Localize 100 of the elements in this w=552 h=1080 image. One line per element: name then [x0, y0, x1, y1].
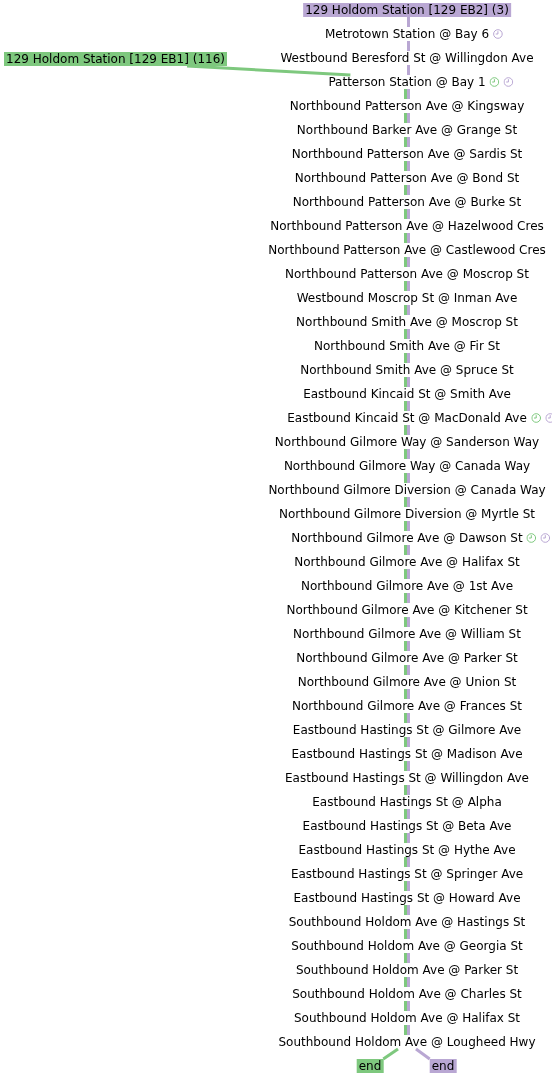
route-line — [407, 1025, 410, 1035]
stop-name: Westbound Moscrop St @ Inman Ave — [296, 291, 518, 305]
route-line — [404, 1001, 407, 1011]
stop-name: Northbound Patterson Ave @ Kingsway — [289, 99, 525, 113]
stop-name: Northbound Patterson Ave @ Hazelwood Cres — [270, 219, 544, 233]
route-line — [404, 569, 407, 579]
route-header: 129 Holdom Station [129 EB1] (116) — [4, 52, 227, 66]
route-line — [407, 641, 410, 651]
route-line — [404, 785, 407, 795]
route-header: 129 Holdom Station [129 EB2] (3) — [303, 3, 511, 17]
route-line — [407, 929, 410, 939]
stop-name: Eastbound Hastings St @ Alpha — [312, 795, 502, 809]
stop-name: Eastbound Hastings St @ Springer Ave — [290, 867, 524, 881]
stop-name: Northbound Smith Ave @ Fir St — [314, 339, 500, 353]
route-line — [407, 449, 410, 459]
route-line — [407, 377, 410, 387]
route-line — [407, 833, 410, 843]
stop-name: Northbound Gilmore Way @ Canada Way — [283, 459, 531, 473]
route-line — [404, 305, 407, 315]
route-line — [404, 641, 407, 651]
route-line — [186, 64, 351, 77]
stop-name: Northbound Gilmore Diversion @ Canada Way — [268, 483, 546, 497]
route-line — [407, 665, 410, 675]
stop-name: Northbound Patterson Ave @ Castlewood Cres — [268, 243, 546, 257]
route-line — [404, 353, 407, 363]
route-line — [407, 257, 410, 267]
stop-name: Southbound Holdom Ave @ Georgia St — [291, 939, 523, 953]
route-line — [404, 857, 407, 867]
route-line — [404, 617, 407, 627]
route-line — [404, 185, 407, 195]
route-line — [407, 545, 410, 555]
route-line — [404, 521, 407, 531]
stop-name: Northbound Patterson Ave @ Moscrop St — [285, 267, 529, 281]
route-line — [404, 449, 407, 459]
route-line — [407, 425, 410, 435]
stop-name: Northbound Gilmore Ave @ Parker St — [296, 651, 518, 665]
route-line — [404, 377, 407, 387]
route-line — [404, 329, 407, 339]
route-line — [404, 761, 407, 771]
route-line — [404, 593, 407, 603]
route-line — [382, 1047, 399, 1061]
route-line — [404, 89, 407, 99]
stop-name: Northbound Gilmore Ave @ Union St — [297, 675, 517, 689]
route-line — [407, 593, 410, 603]
stop-name: Northbound Gilmore Diversion @ Myrtle St — [278, 507, 536, 521]
stop-name: Southbound Holdom Ave @ Halifax St — [293, 1011, 521, 1025]
stop-name: Southbound Holdom Ave @ Charles St — [292, 987, 522, 1001]
route-line — [407, 905, 410, 915]
route-line — [404, 497, 407, 507]
route-line — [407, 857, 410, 867]
route-line — [404, 665, 407, 675]
route-line — [407, 137, 410, 147]
route-line — [404, 401, 407, 411]
route-line — [404, 281, 407, 291]
end-label: end — [356, 1059, 384, 1073]
stop-name: Eastbound Hastings St @ Beta Ave — [302, 819, 512, 833]
stop-name: Northbound Gilmore Ave @ Frances St — [292, 699, 522, 713]
end-label: end — [429, 1059, 457, 1073]
route-line — [407, 809, 410, 819]
route-line — [407, 113, 410, 123]
stop-name: Eastbound Hastings St @ Hythe Ave — [298, 843, 516, 857]
route-line — [407, 689, 410, 699]
stop-name: Northbound Smith Ave @ Spruce St — [300, 363, 514, 377]
stop-name: Northbound Gilmore Ave @ Kitchener St — [286, 603, 528, 617]
route-line — [407, 17, 410, 27]
route-line — [404, 833, 407, 843]
stop-name: Northbound Gilmore Ave @ William St — [293, 627, 521, 641]
stop-name: Northbound Gilmore Ave @ Halifax St — [294, 555, 520, 569]
route-line — [407, 617, 410, 627]
route-line — [407, 185, 410, 195]
route-line — [407, 41, 410, 51]
route-line — [407, 881, 410, 891]
route-line — [404, 905, 407, 915]
route-line — [407, 233, 410, 243]
route-line — [407, 209, 410, 219]
route-line — [407, 737, 410, 747]
route-line — [407, 161, 410, 171]
route-line — [404, 209, 407, 219]
route-line — [404, 233, 407, 243]
route-line — [407, 713, 410, 723]
route-line — [407, 785, 410, 795]
route-line — [404, 137, 407, 147]
stop-name: Southbound Holdom Ave @ Lougheed Hwy — [278, 1035, 536, 1049]
stop-name: Northbound Patterson Ave @ Bond St — [294, 171, 520, 185]
route-line — [407, 977, 410, 987]
route-line — [404, 977, 407, 987]
route-line — [404, 473, 407, 483]
stop-name: Northbound Barker Ave @ Grange St — [296, 123, 518, 137]
route-line — [404, 689, 407, 699]
stop-name: Northbound Smith Ave @ Moscrop St — [296, 315, 518, 329]
stop-name: Westbound Beresford St @ Willingdon Ave — [280, 51, 534, 65]
stop-name: Eastbound Hastings St @ Howard Ave — [293, 891, 521, 905]
route-line — [404, 713, 407, 723]
stop-name: Northbound Gilmore Ave @ 1st Ave — [301, 579, 513, 593]
route-line — [407, 281, 410, 291]
route-line — [407, 305, 410, 315]
route-line — [404, 809, 407, 819]
stop-name: Patterson Station @ Bay 1 — [328, 75, 486, 89]
stop-name: Northbound Patterson Ave @ Burke St — [292, 195, 522, 209]
route-line — [407, 1001, 410, 1011]
